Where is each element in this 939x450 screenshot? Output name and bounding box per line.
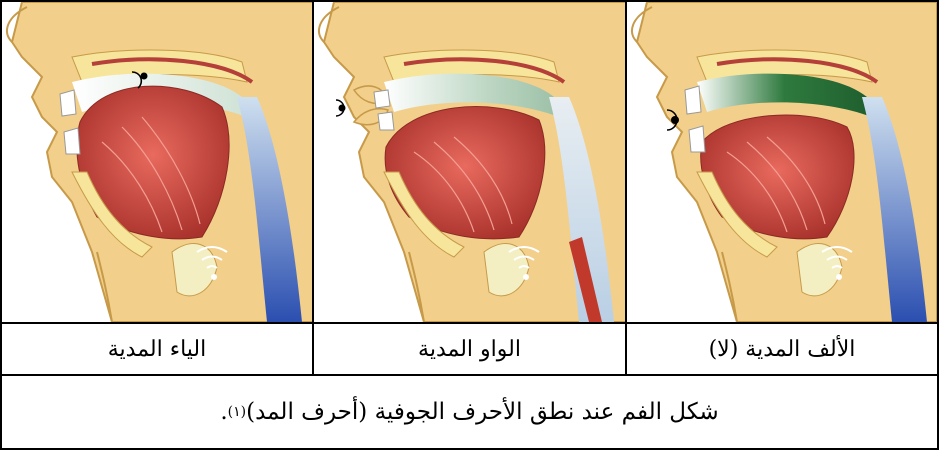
alif-illustration-cell xyxy=(627,2,937,322)
waw-mouth-illustration xyxy=(314,2,627,322)
label-ya: الياء المدية xyxy=(2,324,314,374)
labels-row: الألف المدية (لا) الواو المدية الياء الم… xyxy=(2,324,937,376)
label-waw: الواو المدية xyxy=(314,324,627,374)
ya-mouth-illustration xyxy=(2,2,314,322)
figure-caption: شكل الفم عند نطق الأحرف الجوفية (أحرف ال… xyxy=(2,376,937,448)
alif-mouth-illustration xyxy=(627,2,937,322)
caption-text: شكل الفم عند نطق الأحرف الجوفية (أحرف ال… xyxy=(246,399,719,425)
caption-footnote: (١) xyxy=(228,404,246,420)
images-row xyxy=(2,2,937,324)
label-alif: الألف المدية (لا) xyxy=(627,324,937,374)
ya-illustration-cell xyxy=(2,2,314,322)
waw-illustration-cell xyxy=(314,2,627,322)
caption-tail: . xyxy=(220,399,227,425)
